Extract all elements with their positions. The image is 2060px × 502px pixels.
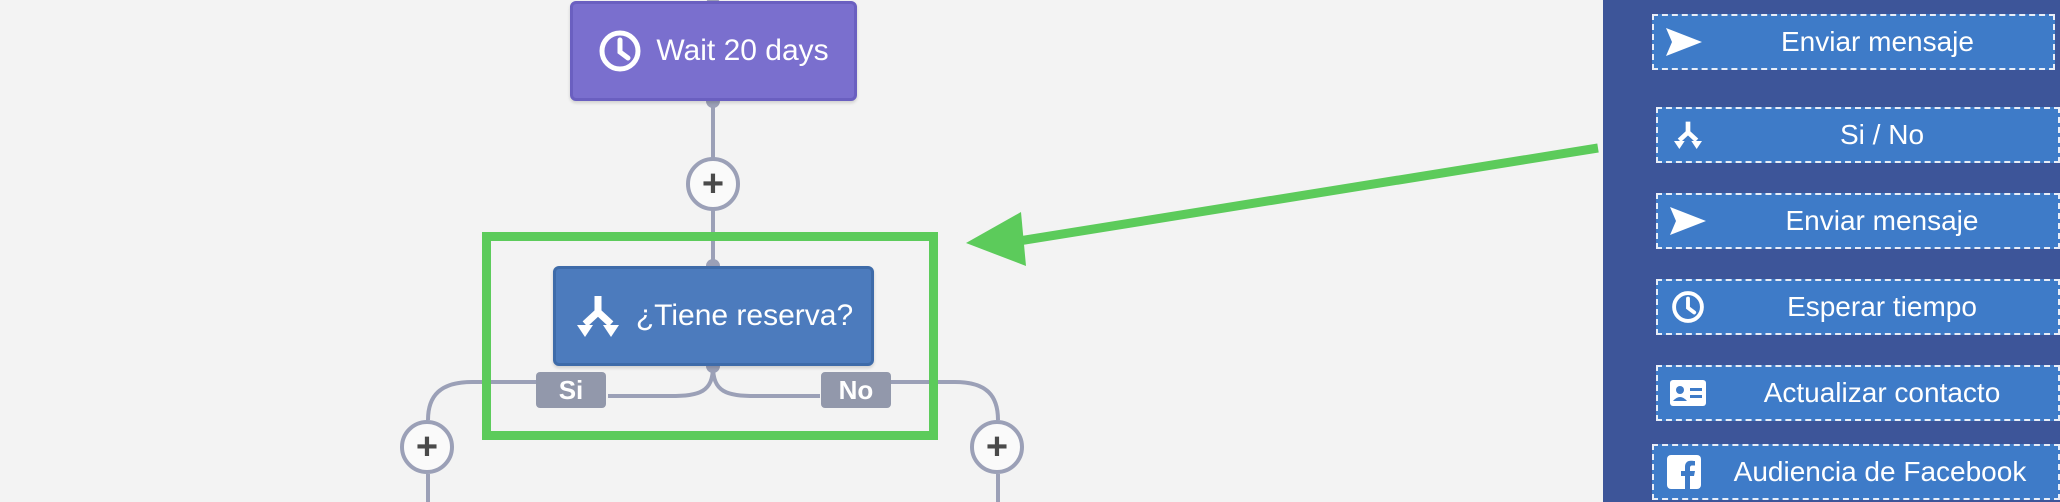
highlight-frame [482,232,938,440]
actions-sidebar: Enviar mensaje Si / No Enviar mensaje Es… [1603,0,2060,502]
pointer-arrow-line [999,143,1599,249]
sidebar-item-wait-time[interactable]: Esperar tiempo [1656,279,2060,335]
add-step-button-no[interactable]: + [970,420,1024,474]
sidebar-item-send-message[interactable]: Enviar mensaje [1652,14,2055,70]
wait-node[interactable]: Wait 20 days [570,1,857,101]
split-icon [1658,117,1718,153]
branch-label-yes: Si [536,372,606,408]
contact-card-icon [1658,380,1718,406]
pointer-arrow-head [966,212,1026,266]
sidebar-item-facebook-audience[interactable]: Audiencia de Facebook [1652,444,2060,500]
send-icon [1658,207,1718,235]
condition-node-label: ¿Tiene reserva? [635,299,854,332]
flow-canvas: Wait 20 days + ¿Tiene reserva? Si No + + [400,0,1599,502]
sidebar-item-yes-no[interactable]: Si / No [1656,107,2060,163]
condition-node[interactable]: ¿Tiene reserva? [553,266,874,366]
clock-icon [1658,290,1718,324]
facebook-icon [1654,455,1714,489]
clock-icon [598,29,642,73]
add-step-button-yes[interactable]: + [400,420,454,474]
sidebar-item-update-contact[interactable]: Actualizar contacto [1656,365,2060,421]
sidebar-item-send-message-2[interactable]: Enviar mensaje [1656,193,2060,249]
add-step-button[interactable]: + [686,157,740,211]
split-icon [574,292,622,340]
branch-label-no: No [821,372,891,408]
send-icon [1654,28,1714,56]
wait-node-label: Wait 20 days [656,34,829,67]
